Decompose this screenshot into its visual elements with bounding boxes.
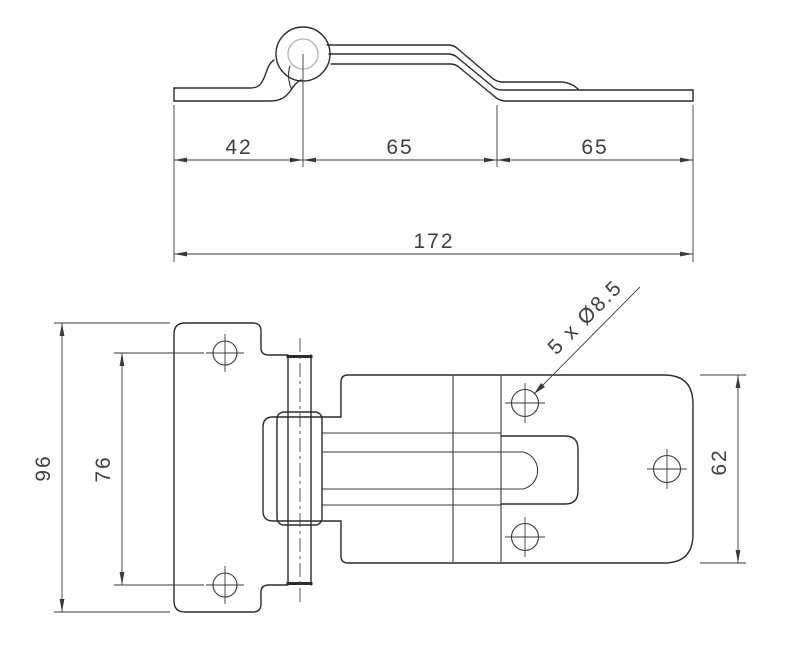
- plan-strap-slot: [321, 451, 539, 490]
- ext-lines-76: [114, 352, 204, 586]
- plan-hole-right-middle: [647, 449, 687, 489]
- side-left-leaf-bottom-edge: [173, 79, 302, 102]
- side-view-dimensions: 42 65 65 172: [173, 54, 694, 262]
- arrow-down-icon: [735, 550, 741, 563]
- arrow-left-icon: [174, 251, 187, 257]
- plan-hole-left-bottom: [206, 566, 244, 604]
- plan-view-dimensions: 96 76 62 5 x Ø8.5: [32, 276, 746, 613]
- dim-76-label: 76: [92, 455, 115, 482]
- plan-left-leaf-outline: [173, 322, 288, 613]
- arrow-right-icon: [680, 251, 693, 257]
- arrow-up-icon: [735, 375, 741, 388]
- plan-view-part: [173, 322, 694, 613]
- side-view-part: [173, 26, 694, 102]
- side-plate-bottom-line: [330, 63, 694, 102]
- arrow-down-icon: [59, 599, 65, 612]
- plan-pin-sides: [287, 354, 312, 586]
- plan-hole-left-top: [206, 334, 244, 372]
- side-strap-top-line: [326, 44, 579, 90]
- plan-bend-lines: [452, 374, 502, 564]
- hole-callout-label: 5 x Ø8.5: [544, 276, 628, 360]
- plan-strap-arm-end-pad: [500, 435, 579, 505]
- dim-65a-label: 65: [386, 136, 413, 159]
- arrow-right-icon: [290, 157, 303, 163]
- dim-172-label: 172: [413, 230, 454, 253]
- side-view: 42 65 65 172: [173, 26, 694, 262]
- arrow-right-icon: [484, 157, 497, 163]
- plan-knuckle-outer-contour: [262, 416, 342, 522]
- arrow-left-icon: [303, 157, 316, 163]
- arrow-left-icon: [174, 157, 187, 163]
- ext-lines-96: [54, 322, 170, 613]
- dim-96-label: 96: [32, 454, 55, 481]
- plan-long-leaf-outline: [340, 374, 694, 564]
- arrow-left-icon: [497, 157, 510, 163]
- arrow-up-icon: [59, 323, 65, 336]
- plan-knuckle-curl: [276, 411, 323, 526]
- arrow-leader-icon: [534, 383, 545, 394]
- plan-strap-arm-edges: [321, 432, 502, 506]
- plan-hole-right-top: [505, 383, 545, 423]
- dim-65b-label: 65: [581, 136, 608, 159]
- side-left-leaf-top-edge: [173, 59, 275, 89]
- arrow-up-icon: [119, 353, 125, 366]
- dim-42-label: 42: [225, 136, 252, 159]
- plan-hole-right-bottom: [505, 517, 545, 557]
- arrow-right-icon: [680, 157, 693, 163]
- arrow-down-icon: [119, 572, 125, 585]
- side-plate-top-line: [328, 53, 694, 91]
- plan-view: 96 76 62 5 x Ø8.5: [32, 276, 746, 613]
- leader-line: [533, 286, 641, 395]
- dim-62-label: 62: [708, 448, 731, 475]
